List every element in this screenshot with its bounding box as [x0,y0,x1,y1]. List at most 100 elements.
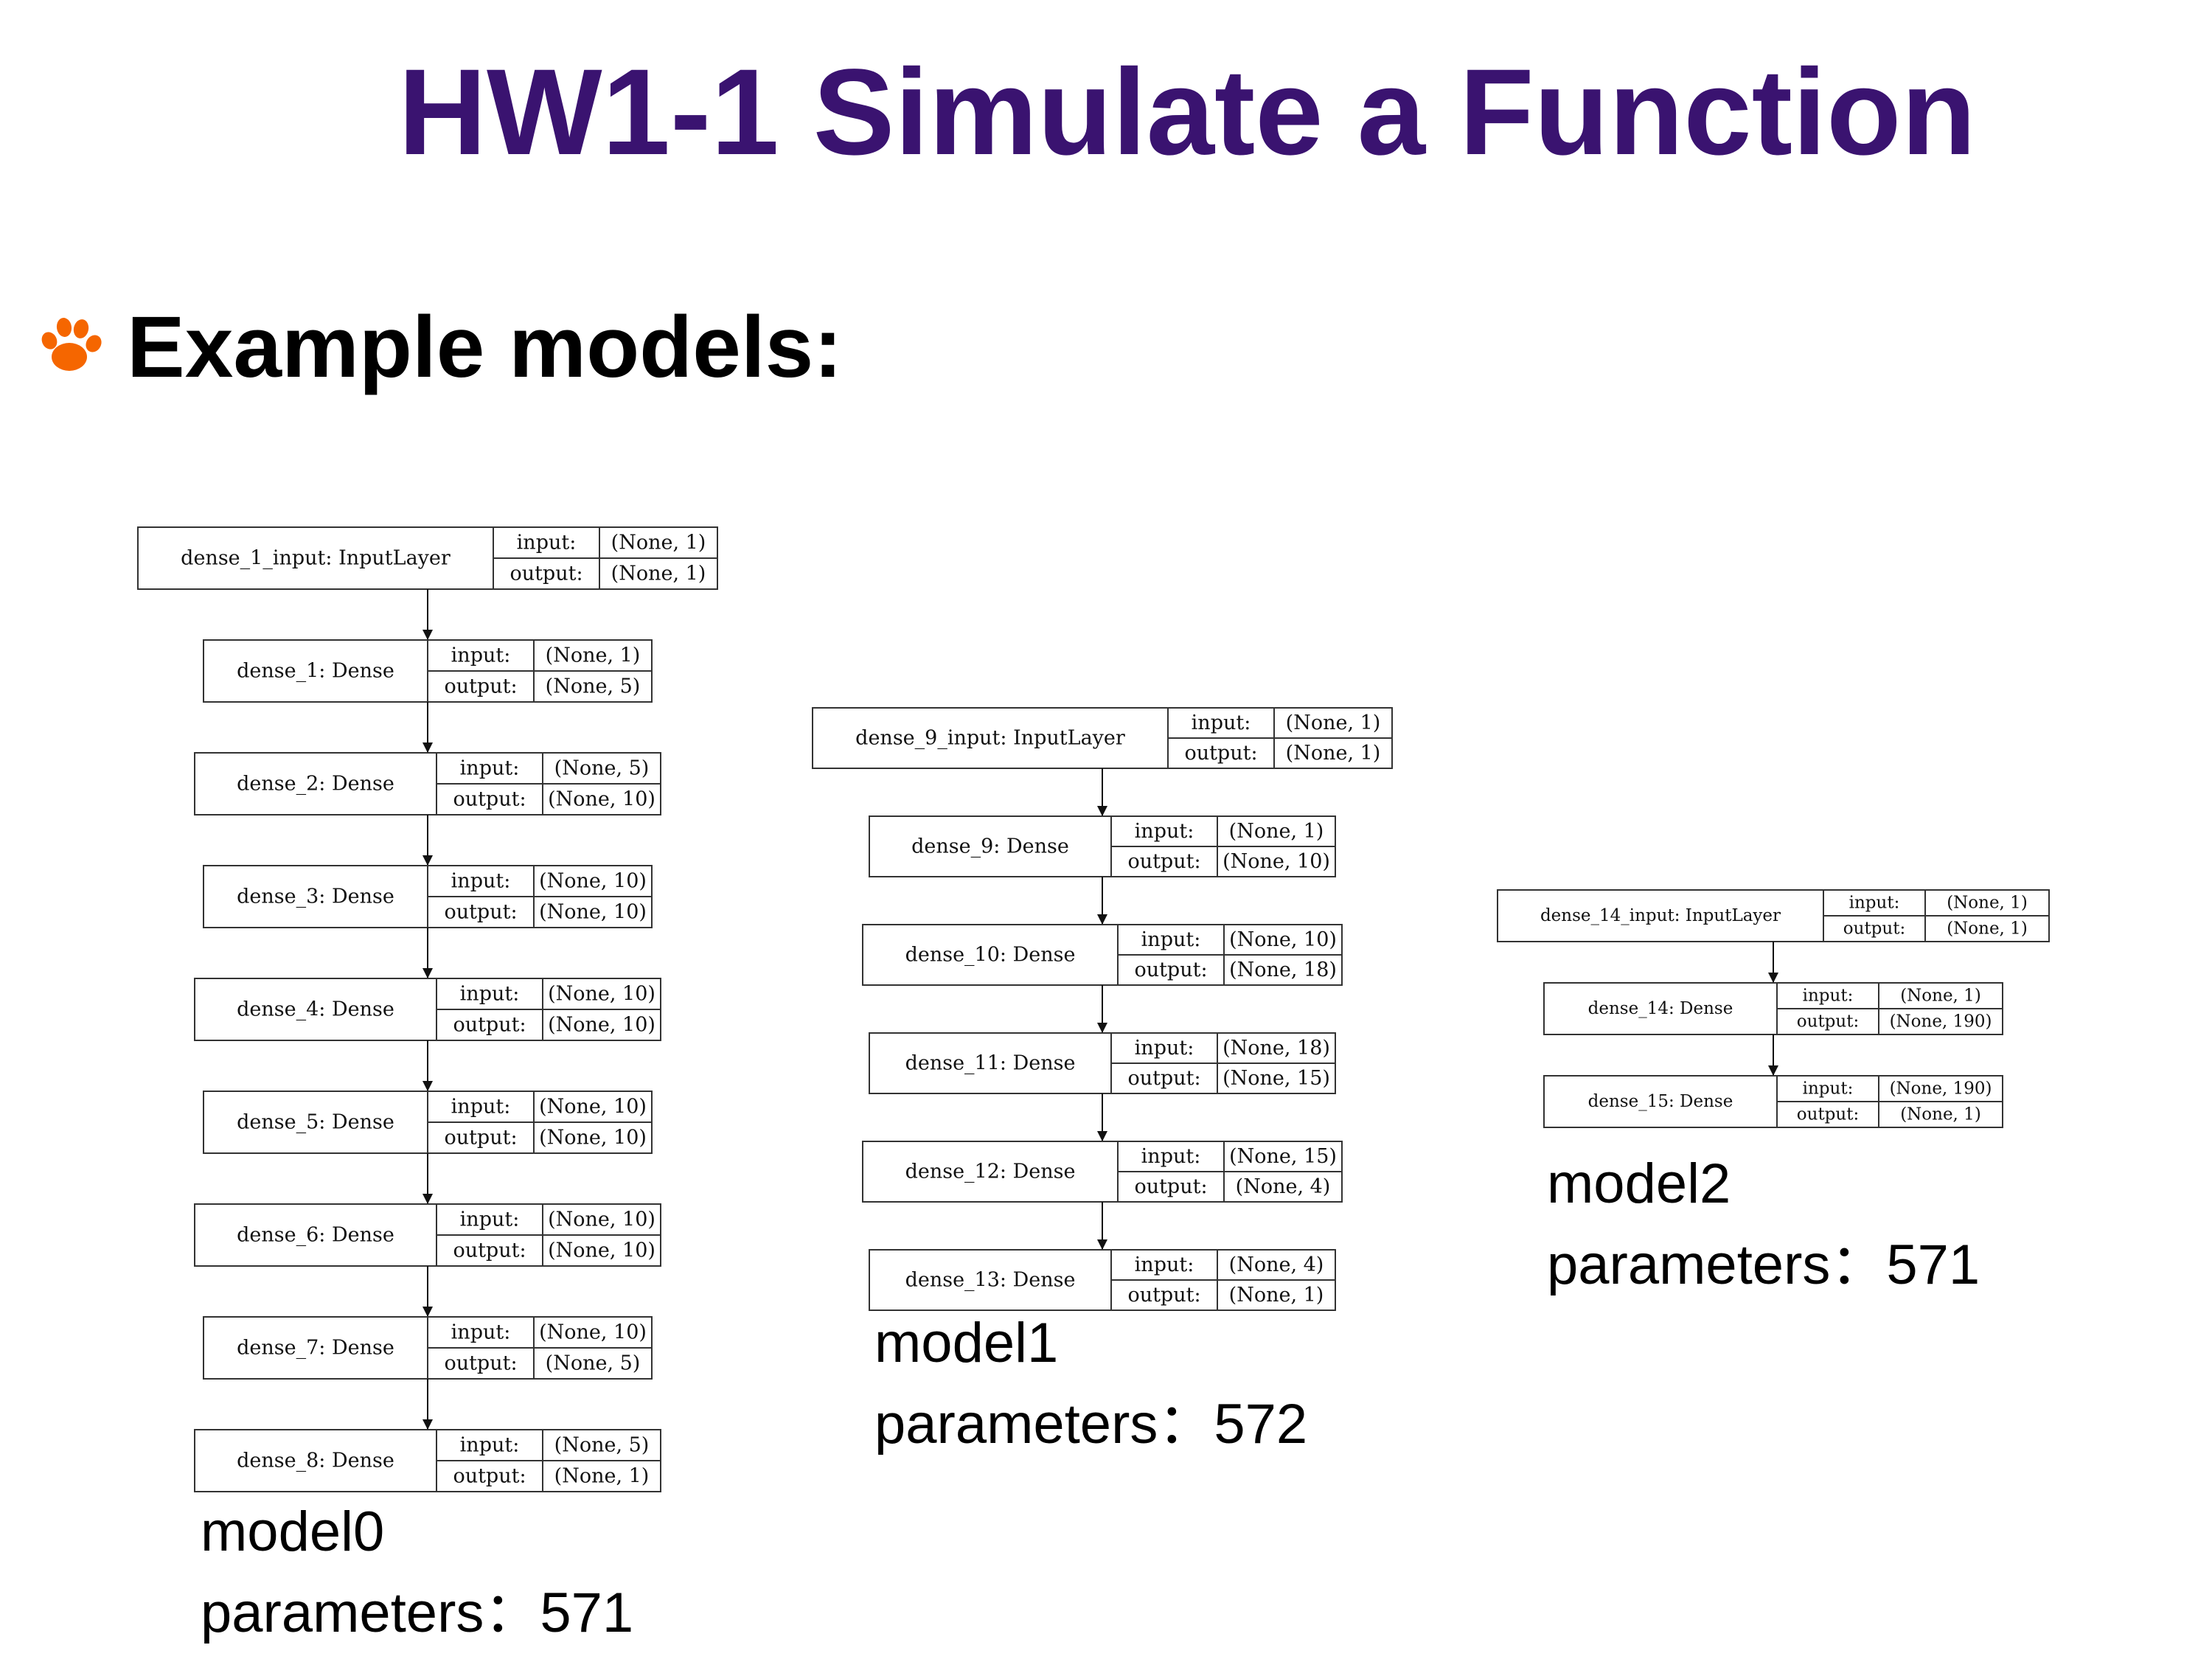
input-port-label: input: [451,644,511,667]
output-port-label: output: [1134,1175,1207,1198]
output-port-label: output: [453,788,526,811]
input-port-label: input: [451,1321,511,1344]
output-shape: (None, 10) [548,1239,655,1262]
layer-node: dense_14_input: InputLayerinput:output:(… [1497,889,2050,942]
input-shape: (None, 1) [611,532,706,554]
input-port-label: input: [1135,1253,1194,1276]
output-port-label: output: [1843,919,1905,939]
input-shape: (None, 1) [1286,712,1381,734]
model0-graph: dense_1_input: InputLayer input: output: (N… [137,526,718,1492]
layer-node: dense_9_input: InputLayerinput:output:(N… [812,707,1393,769]
layer-name: dense_8: Dense [237,1450,394,1472]
output-shape: (None, 18) [1229,959,1337,981]
model1-parameters-label: parameters： [874,1393,1214,1455]
output-shape: (None, 190) [1890,1012,1992,1032]
input-port-label: input: [460,1208,520,1231]
layer-node: dense_13: Dense input: output: (None, 4) (No… [869,1249,1336,1311]
layer-name: dense_3: Dense [237,886,394,908]
input-shape: (None, 4) [1229,1253,1324,1276]
layer-node: dense_4: Dense input: output: (None, 10) (No… [194,978,661,1041]
model2-parameters-label: parameters： [1547,1234,1887,1296]
output-shape: (None, 10) [548,1014,655,1037]
output-shape: (None, 4) [1236,1175,1331,1198]
model2-parameters-value: 571 [1886,1234,1980,1296]
layer-node: dense_6: Dense input: output: (None, 10) (No… [194,1203,661,1267]
model0-parameters: parameters：571 [201,1585,633,1641]
input-port-label: input: [1141,928,1201,951]
output-shape: (None, 10) [539,1127,647,1150]
layer-name: dense_14: Dense [1588,999,1733,1018]
layer-name: dense_11: Dense [905,1052,1076,1075]
model1-name: model1 [874,1312,1059,1374]
layer-node: dense_8: Dense input: output: (None, 5) (Non… [194,1429,661,1492]
input-shape: (None, 10) [548,983,655,1006]
output-port-label: output: [1797,1012,1859,1032]
layer-name: dense_15: Dense [1588,1092,1733,1111]
input-port-label: input: [1803,987,1854,1006]
output-port-label: output: [509,563,582,585]
output-shape: (None, 10) [539,901,647,924]
layer-name: dense_2: Dense [237,773,394,796]
layer-name: dense_6: Dense [237,1224,394,1247]
model0-parameters-label: parameters： [201,1582,540,1644]
layer-name: dense_1: Dense [237,660,394,683]
output-port-label: output: [453,1239,526,1262]
input-port-label: input: [517,532,577,554]
input-shape: (None, 10) [548,1208,655,1231]
input-shape: (None, 15) [1229,1145,1337,1168]
layer-name: dense_5: Dense [237,1111,394,1134]
output-port-label: output: [1184,742,1257,765]
layer-name: dense_4: Dense [237,998,394,1021]
output-shape: (None, 15) [1222,1067,1330,1090]
output-shape: (None, 10) [548,788,655,811]
paw-print-icon [41,318,102,371]
output-port-label: output: [1134,959,1207,981]
input-shape: (None, 1) [546,644,641,667]
model1-parameters-value: 572 [1214,1393,1308,1455]
output-shape: (None, 5) [546,675,641,698]
layer-name: dense_14_input: InputLayer [1540,906,1781,925]
output-port-label: output: [444,675,517,698]
output-port-label: output: [1127,1284,1200,1307]
layer-name: dense_1_input: InputLayer [181,547,451,570]
section-heading: Example models: [127,299,843,396]
model2-parameters: parameters：571 [1547,1237,1980,1293]
input-port-label: input: [1135,820,1194,843]
input-port-label: input: [451,1096,511,1119]
slide-title: HW1-1 Simulate a Function [398,44,1976,181]
layer-node: dense_1_input: InputLayer input: output: (N… [137,526,718,590]
input-shape: (None, 1) [1947,894,2028,913]
output-shape: (None, 1) [1286,742,1381,765]
model2-graph: dense_14_input: InputLayer input: output: (… [1497,889,2050,1128]
input-shape: (None, 1) [1229,820,1324,843]
input-port-label: input: [1803,1079,1854,1099]
output-shape: (None, 1) [1947,919,2028,939]
input-shape: (None, 18) [1222,1037,1330,1060]
model0-parameters-value: 571 [540,1582,634,1644]
output-port-label: output: [444,901,517,924]
model1-graph: dense_9_input: InputLayerinput:output:(N… [812,707,1393,1311]
input-port-label: input: [460,1434,520,1457]
output-shape: (None, 1) [1229,1284,1324,1307]
model0-name: model0 [201,1500,385,1563]
input-port-label: input: [451,870,511,893]
input-shape: (None, 5) [554,757,650,780]
input-port-label: input: [460,983,520,1006]
output-port-label: output: [453,1465,526,1488]
output-shape: (None, 1) [554,1465,650,1488]
layer-name: dense_12: Dense [905,1161,1076,1183]
layer-node: dense_1: Dense input: output: (None, 1) (Non… [203,639,653,703]
input-port-label: input: [1135,1037,1194,1060]
layer-name: dense_13: Dense [905,1269,1076,1292]
output-port-label: output: [453,1014,526,1037]
output-shape: (None, 5) [546,1352,641,1375]
input-shape: (None, 5) [554,1434,650,1457]
